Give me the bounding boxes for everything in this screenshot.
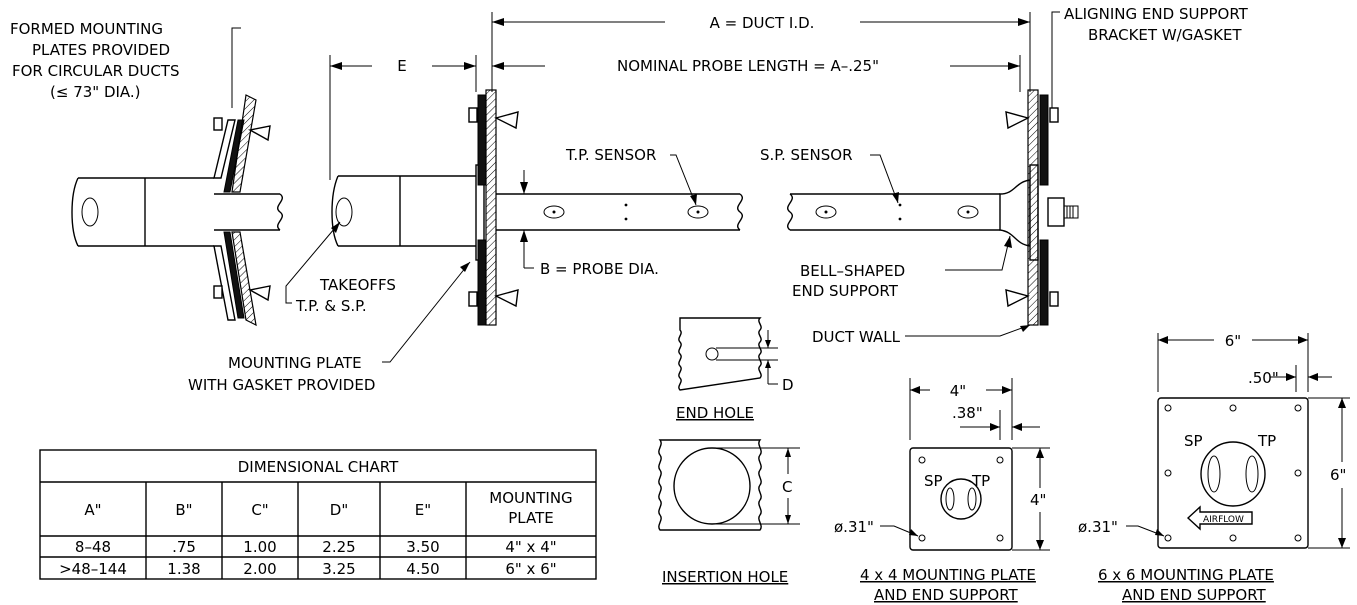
plate4-title-line1: 4 x 4 MOUNTING PLATE (860, 566, 1036, 584)
sp-sensor-label: S.P. SENSOR (760, 146, 853, 164)
formed-plates-line4: (≤ 73" DIA.) (50, 83, 141, 101)
insertion-hole-detail: C INSERTION HOLE (658, 439, 800, 586)
chart-cell: .75 (172, 538, 196, 556)
plate6-height: 6" (1330, 466, 1346, 484)
bell-support-line1: BELL–SHAPED (800, 262, 905, 280)
mounting-plate-line1: MOUNTING PLATE (228, 354, 362, 372)
formed-plates-line3: FOR CIRCULAR DUCTS (12, 62, 180, 80)
plate4-width: 4" (950, 382, 966, 400)
airflow-probe (331, 89, 1079, 326)
bell-support-line2: END SUPPORT (792, 282, 899, 300)
mounting-plate-line2: WITH GASKET PROVIDED (188, 376, 375, 394)
formed-plates-line1: FORMED MOUNTING (10, 20, 163, 38)
duct-wall-label: DUCT WALL (812, 328, 901, 346)
plate6-title-line2: AND END SUPPORT (1122, 586, 1267, 604)
takeoffs-line1: TAKEOFFS (319, 276, 396, 294)
end-hole-dim: D (782, 376, 794, 394)
chart-header-c: C" (251, 501, 268, 519)
chart-header-mounting: MOUNTING PLATE (489, 489, 572, 527)
chart-cell: 1.00 (243, 538, 276, 556)
chart-header-mounting-word: MOUNTING (489, 489, 572, 507)
callout-labels: FORMED MOUNTING PLATES PROVIDED FOR CIRC… (10, 5, 1249, 394)
plate4-tp: TP (971, 472, 990, 490)
circular-duct-mount (71, 94, 283, 327)
plate6-title-line1: 6 x 6 MOUNTING PLATE (1098, 566, 1274, 584)
chart-title: DIMENSIONAL CHART (238, 458, 399, 476)
chart-cell: 6" x 6" (505, 560, 556, 578)
end-hole-detail: D END HOLE (676, 317, 794, 422)
chart-cell: 3.25 (322, 560, 355, 578)
dimension-lines (231, 11, 1060, 363)
plate4-sp: SP (924, 472, 943, 490)
aligning-support-line1: ALIGNING END SUPPORT (1064, 5, 1249, 23)
plate4-hole: ø.31" (834, 518, 874, 536)
plate6-sp: SP (1184, 432, 1203, 450)
plate6-tp: TP (1257, 432, 1276, 450)
formed-plates-line2: PLATES PROVIDED (32, 41, 170, 59)
chart-header-d: D" (330, 501, 348, 519)
plate6-offset: .50" (1248, 369, 1279, 387)
plate6-hole: ø.31" (1078, 518, 1118, 536)
chart-cell: 2.00 (243, 560, 276, 578)
chart-cell: 4" x 4" (505, 538, 556, 556)
chart-header-a: A" (84, 501, 101, 519)
plate4-offset: .38" (952, 404, 983, 422)
chart-cell: 2.25 (322, 538, 355, 556)
chart-header-mounting-word: PLATE (508, 509, 553, 527)
dimensional-chart: DIMENSIONAL CHART A" B" C" D" E" MOUNTIN… (39, 449, 597, 580)
plate4-height: 4" (1030, 491, 1046, 509)
tp-sensor-label: T.P. SENSOR (565, 146, 656, 164)
chart-cell: >48–144 (59, 560, 127, 578)
nominal-length-label: NOMINAL PROBE LENGTH = A–.25" (617, 57, 879, 75)
insertion-hole-dim: C (782, 478, 792, 496)
plate4-title-line2: AND END SUPPORT (874, 586, 1019, 604)
aligning-support-line2: BRACKET W/GASKET (1088, 26, 1242, 44)
duct-id-label: A = DUCT I.D. (710, 14, 815, 32)
dim-e-label: E (397, 57, 406, 75)
plate6-airflow: AIRFLOW (1203, 515, 1244, 525)
insertion-hole-title: INSERTION HOLE (662, 568, 788, 586)
chart-cell: 8–48 (75, 538, 111, 556)
plate6-width: 6" (1225, 332, 1241, 350)
chart-header-b: B" (175, 501, 192, 519)
chart-cell: 1.38 (167, 560, 200, 578)
plate-6x6-detail: 6" .50" SP TP AIRFLOW 6" ø.31" 6 x 6 MOU… (1078, 332, 1350, 604)
chart-cell: 3.50 (406, 538, 439, 556)
takeoffs-line2: T.P. & S.P. (295, 297, 367, 315)
chart-cell: 4.50 (406, 560, 439, 578)
chart-header-e: E" (415, 501, 431, 519)
plate-4x4-detail: 4" .38" SP TP 4" ø.31" 4 x 4 MOUNTING PL… (834, 378, 1050, 604)
probe-dia-label: B = PROBE DIA. (540, 260, 659, 278)
end-hole-title: END HOLE (676, 404, 754, 422)
